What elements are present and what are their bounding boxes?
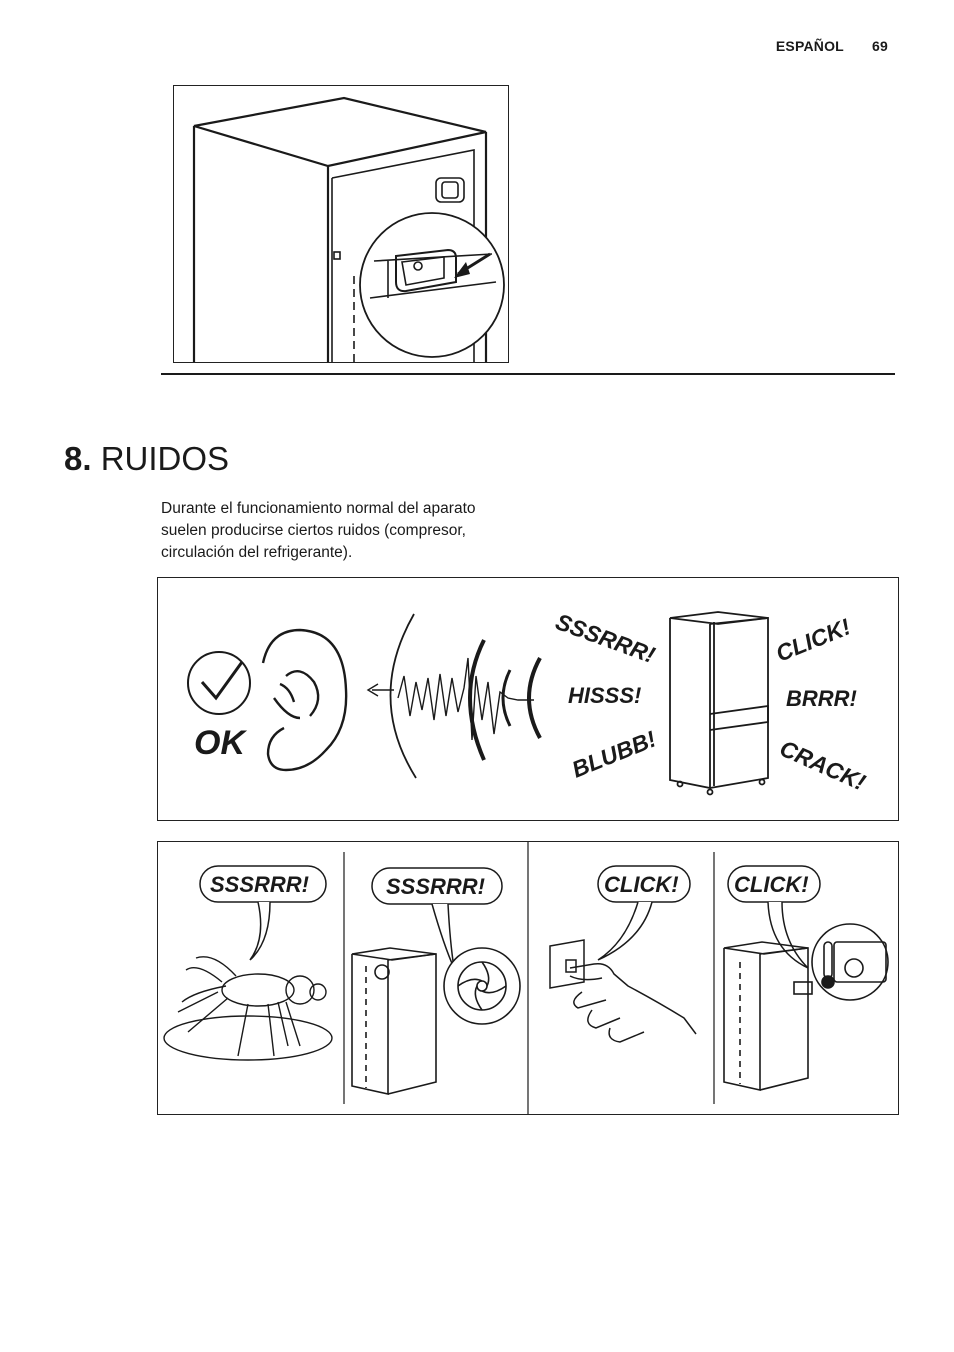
normal-noises-illustration: OK SSSRRR! HISSS! BLUBB! [157, 577, 899, 821]
checkmark-icon [187, 651, 251, 715]
ok-label: OK [194, 724, 247, 762]
bubble-label-1: SSSRRR! [210, 872, 309, 897]
fridge-thermostat-icon [723, 923, 889, 1091]
fridge-freezer-icon [669, 611, 769, 796]
section-heading: 8. RUIDOS [64, 440, 229, 478]
sound-label-blubb: BLUBB! [568, 725, 660, 782]
hand-switch-icon [549, 939, 697, 1043]
bubble-label-4: CLICK! [734, 872, 809, 897]
bubble-label-3: CLICK! [604, 872, 679, 897]
header-language: ESPAÑOL [775, 38, 844, 54]
section-title: RUIDOS [100, 440, 230, 477]
sound-label-brrr: BRRR! [786, 686, 857, 711]
page-number: 69 [872, 38, 888, 54]
sound-label-crack: CRACK! [776, 735, 870, 796]
sound-label-sssrrr: SSSRRR! [552, 608, 658, 668]
sound-label-hisss: HISSS! [568, 683, 641, 708]
speech-bubble [371, 867, 503, 969]
speech-bubble [199, 865, 327, 961]
sound-wave-icon [366, 613, 542, 779]
noise-sources-illustration: SSSRRR! SSSRRR! [157, 841, 899, 1115]
fly-icon [163, 956, 333, 1061]
bubble-label-2: SSSRRR! [386, 874, 485, 899]
hinge-illustration [173, 85, 509, 363]
fridge-fan-icon [351, 947, 521, 1095]
page-header: ESPAÑOL 69 [776, 38, 888, 54]
section-number: 8. [64, 440, 92, 477]
intro-paragraph: Durante el funcionamiento normal del apa… [161, 500, 476, 561]
sound-label-click: CLICK! [772, 613, 854, 666]
section-divider [161, 373, 895, 375]
speech-bubble [597, 865, 691, 961]
ear-icon [261, 628, 348, 772]
